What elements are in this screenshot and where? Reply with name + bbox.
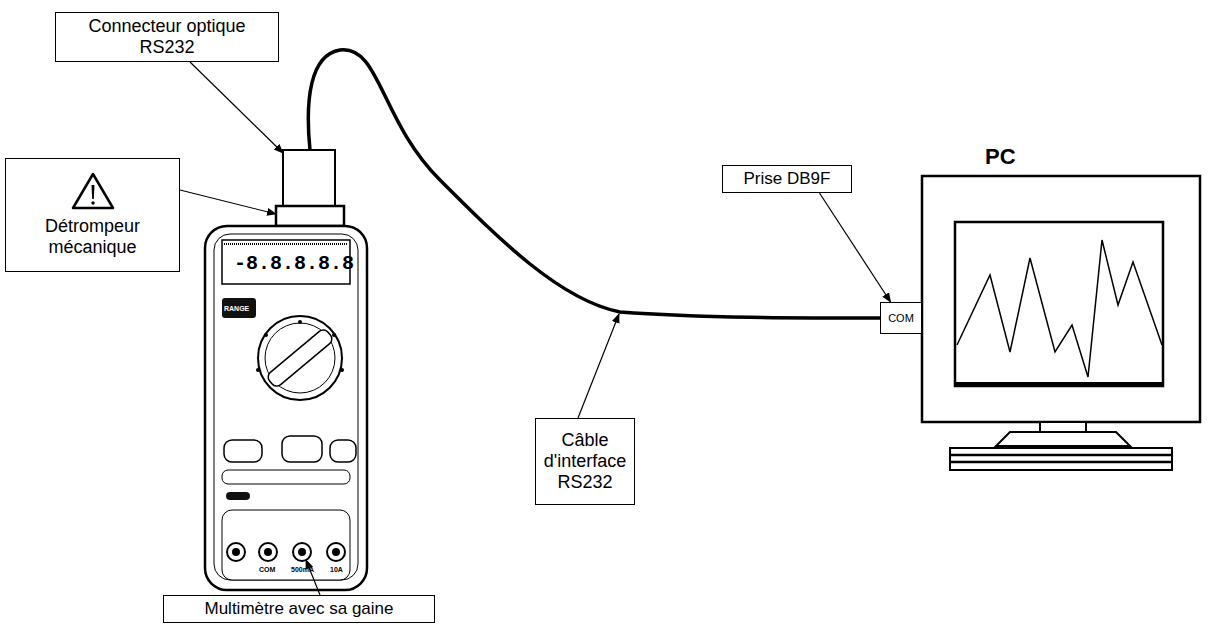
terminal-label: 500mA [291, 566, 314, 573]
callout-box: Connecteur optique RS232 [55, 12, 279, 62]
cable [308, 50, 880, 318]
callout-box: Câble d'interface RS232 [535, 418, 635, 505]
node-text: Détrompeur mécanique [12, 216, 173, 257]
keying-piece [276, 206, 344, 226]
multimeter [205, 226, 367, 590]
terminal-label: 10A [330, 566, 343, 573]
optical-connector [283, 150, 335, 206]
callout-box: Multimètre avec sa gaine [163, 595, 435, 623]
node-text: COM [888, 312, 914, 325]
leader-arrow [820, 193, 891, 302]
leader-line [180, 190, 276, 214]
node-text: Câble d'interface RS232 [540, 430, 630, 492]
button-label: RANGE [224, 305, 249, 312]
warning-icon [71, 172, 115, 210]
port-box: COM [880, 302, 922, 334]
node-text: Connecteur optique RS232 [86, 16, 248, 57]
callout-box: Prise DB9F [722, 165, 852, 193]
leader-line [306, 560, 320, 595]
node-text: Prise DB9F [744, 169, 831, 189]
leader-line [578, 314, 619, 418]
terminal-label: COM [259, 566, 275, 573]
node-text: Multimètre avec sa gaine [205, 599, 394, 619]
device-label: PC [985, 146, 1016, 168]
leader-line [190, 62, 283, 153]
pc-monitor [922, 176, 1200, 470]
warning-box: Détrompeur mécanique [5, 158, 180, 272]
display-digits: -8.8.8.8.8 [234, 254, 354, 274]
